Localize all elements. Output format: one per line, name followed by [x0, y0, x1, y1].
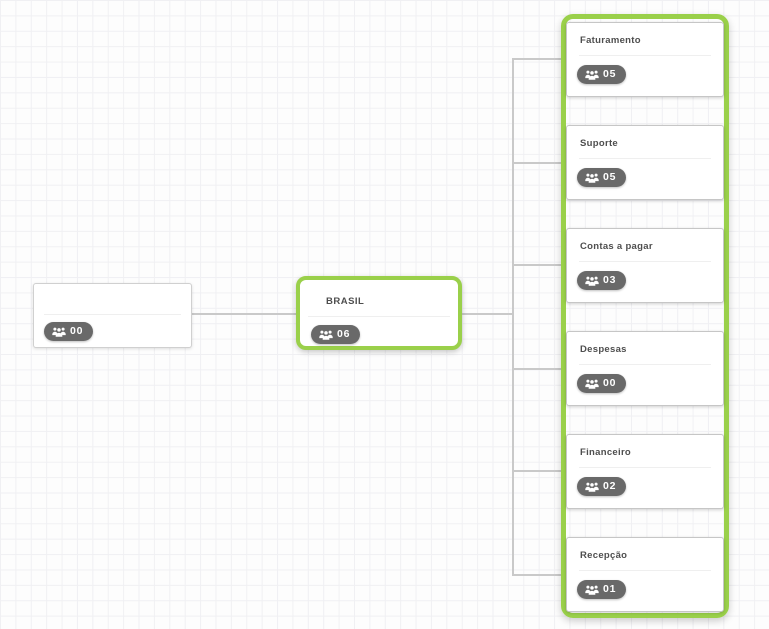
people-group-icon: [52, 326, 66, 337]
node-title: Contas a pagar: [580, 241, 653, 252]
org-node-department-recepcao[interactable]: Recepção 01: [566, 537, 724, 612]
connector-brasil-to-trunk: [460, 313, 513, 315]
org-node-department-suporte[interactable]: Suporte 05: [566, 125, 724, 200]
members-count: 02: [603, 480, 617, 493]
members-count: 05: [603, 68, 617, 81]
members-count-badge[interactable]: 01: [577, 580, 627, 599]
divider: [579, 570, 711, 571]
org-node-department-contas-a-pagar[interactable]: Contas a pagar 03: [566, 228, 724, 303]
node-title: Faturamento: [580, 35, 641, 46]
connector-branch-despesas: [513, 368, 561, 370]
people-group-icon: [585, 584, 599, 595]
members-count-badge[interactable]: 02: [577, 477, 627, 496]
people-group-icon: [585, 481, 599, 492]
people-group-icon: [585, 69, 599, 80]
org-node-department-faturamento[interactable]: Faturamento 05: [566, 22, 724, 97]
members-count: 03: [603, 274, 617, 287]
org-node-department-despesas[interactable]: Despesas 00: [566, 331, 724, 406]
node-title: Suporte: [580, 138, 618, 149]
people-group-icon: [585, 378, 599, 389]
members-count: 06: [337, 328, 351, 341]
divider: [579, 158, 711, 159]
members-count: 01: [603, 583, 617, 596]
people-group-icon: [319, 329, 333, 340]
members-count-badge[interactable]: 00: [577, 374, 627, 393]
members-count: 00: [603, 377, 617, 390]
connector-branch-recepcao: [513, 574, 561, 576]
members-count: 00: [70, 325, 84, 338]
connector-trunk: [512, 58, 514, 576]
org-node-root[interactable]: 00: [33, 283, 192, 348]
divider: [579, 55, 711, 56]
people-group-icon: [585, 172, 599, 183]
org-node-brasil[interactable]: BRASIL 06: [296, 276, 462, 350]
node-title: Financeiro: [580, 447, 632, 458]
node-title: Recepção: [580, 550, 628, 561]
divider: [579, 261, 711, 262]
departments-group-frame: Faturamento 05 Suporte: [561, 14, 729, 618]
members-count-badge[interactable]: 06: [311, 325, 361, 344]
connector-root-to-brasil: [192, 313, 297, 315]
members-count-badge[interactable]: 00: [44, 322, 94, 341]
divider: [579, 364, 711, 365]
divider: [308, 316, 450, 317]
people-group-icon: [585, 275, 599, 286]
connector-branch-suporte: [513, 162, 561, 164]
members-count: 05: [603, 171, 617, 184]
connector-branch-faturamento: [513, 58, 561, 60]
members-count-badge[interactable]: 03: [577, 271, 627, 290]
org-node-department-financeiro[interactable]: Financeiro 02: [566, 434, 724, 509]
connector-branch-contas-a-pagar: [513, 264, 561, 266]
divider: [44, 314, 181, 315]
divider: [579, 467, 711, 468]
members-count-badge[interactable]: 05: [577, 168, 627, 187]
node-title: BRASIL: [326, 296, 365, 307]
connector-branch-financeiro: [513, 470, 561, 472]
members-count-badge[interactable]: 05: [577, 65, 627, 84]
node-title: Despesas: [580, 344, 627, 355]
